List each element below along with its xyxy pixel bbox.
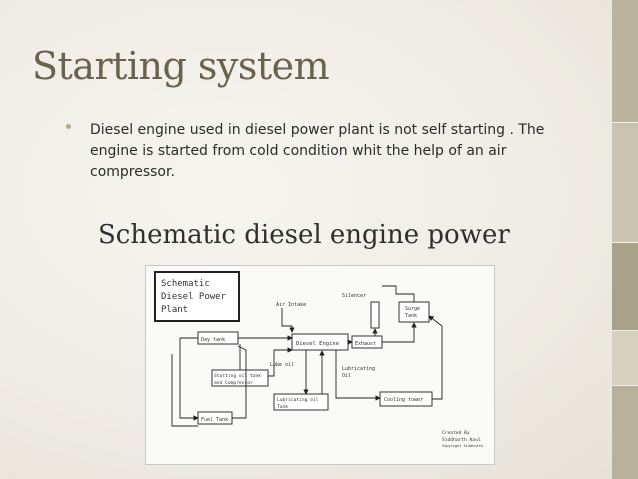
schematic-svg: Schematic Diesel Power Plant Day tank Di… bbox=[154, 271, 483, 448]
starting-oil-label-1: Starting oil tank bbox=[214, 373, 261, 379]
credit-created-by: Created By bbox=[442, 430, 470, 436]
heading-line-1: Schematic bbox=[161, 279, 210, 289]
exhaust-label: Exhaust bbox=[355, 341, 376, 347]
lube-oil-label: Lube oil bbox=[270, 362, 294, 368]
diesel-engine-label: Diesel Engine bbox=[296, 341, 339, 347]
decorative-side-bar bbox=[612, 0, 638, 479]
heading-line-3: Plant bbox=[161, 305, 188, 315]
slide-subtitle: Schematic diesel engine power bbox=[98, 220, 510, 250]
credit-copyright: Copyright Siddharth bbox=[442, 444, 483, 448]
bullet-dot bbox=[66, 124, 71, 129]
heading-line-2: Diesel Power bbox=[161, 292, 227, 302]
credit-author: Siddharth Kaul bbox=[442, 437, 481, 443]
lubricating-oil-label-1: Lubricating bbox=[342, 366, 375, 372]
cooling-tower-label: Cooling tower bbox=[384, 397, 423, 403]
lub-oil-tank-label-2: Tank bbox=[277, 404, 288, 410]
starting-oil-label-2: and Compressor bbox=[214, 380, 253, 386]
lubricating-oil-label-2: Oil bbox=[342, 373, 351, 379]
flow-lines bbox=[171, 285, 443, 427]
slide-title: Starting system bbox=[32, 44, 330, 88]
silencer-label: Silencer bbox=[342, 293, 366, 299]
surge-tank-label-2: Tank bbox=[405, 313, 417, 319]
surge-tank-box bbox=[398, 301, 430, 323]
air-intake-label: Air Intake bbox=[276, 302, 306, 308]
bullet-item: Diesel engine used in diesel power plant… bbox=[90, 122, 545, 180]
lub-oil-tank-box bbox=[273, 393, 329, 411]
bullet-list: Diesel engine used in diesel power plant… bbox=[66, 120, 586, 183]
silencer-box bbox=[370, 301, 380, 329]
fuel-tank-label: Fuel Tank bbox=[201, 417, 228, 423]
surge-tank-label-1: Surge bbox=[405, 306, 420, 312]
day-tank-label: Day tank bbox=[201, 337, 225, 343]
heading-box bbox=[154, 271, 240, 322]
schematic-diagram: Schematic Diesel Power Plant Day tank Di… bbox=[145, 265, 495, 465]
lub-oil-tank-label-1: Lubricating oil bbox=[277, 397, 319, 403]
